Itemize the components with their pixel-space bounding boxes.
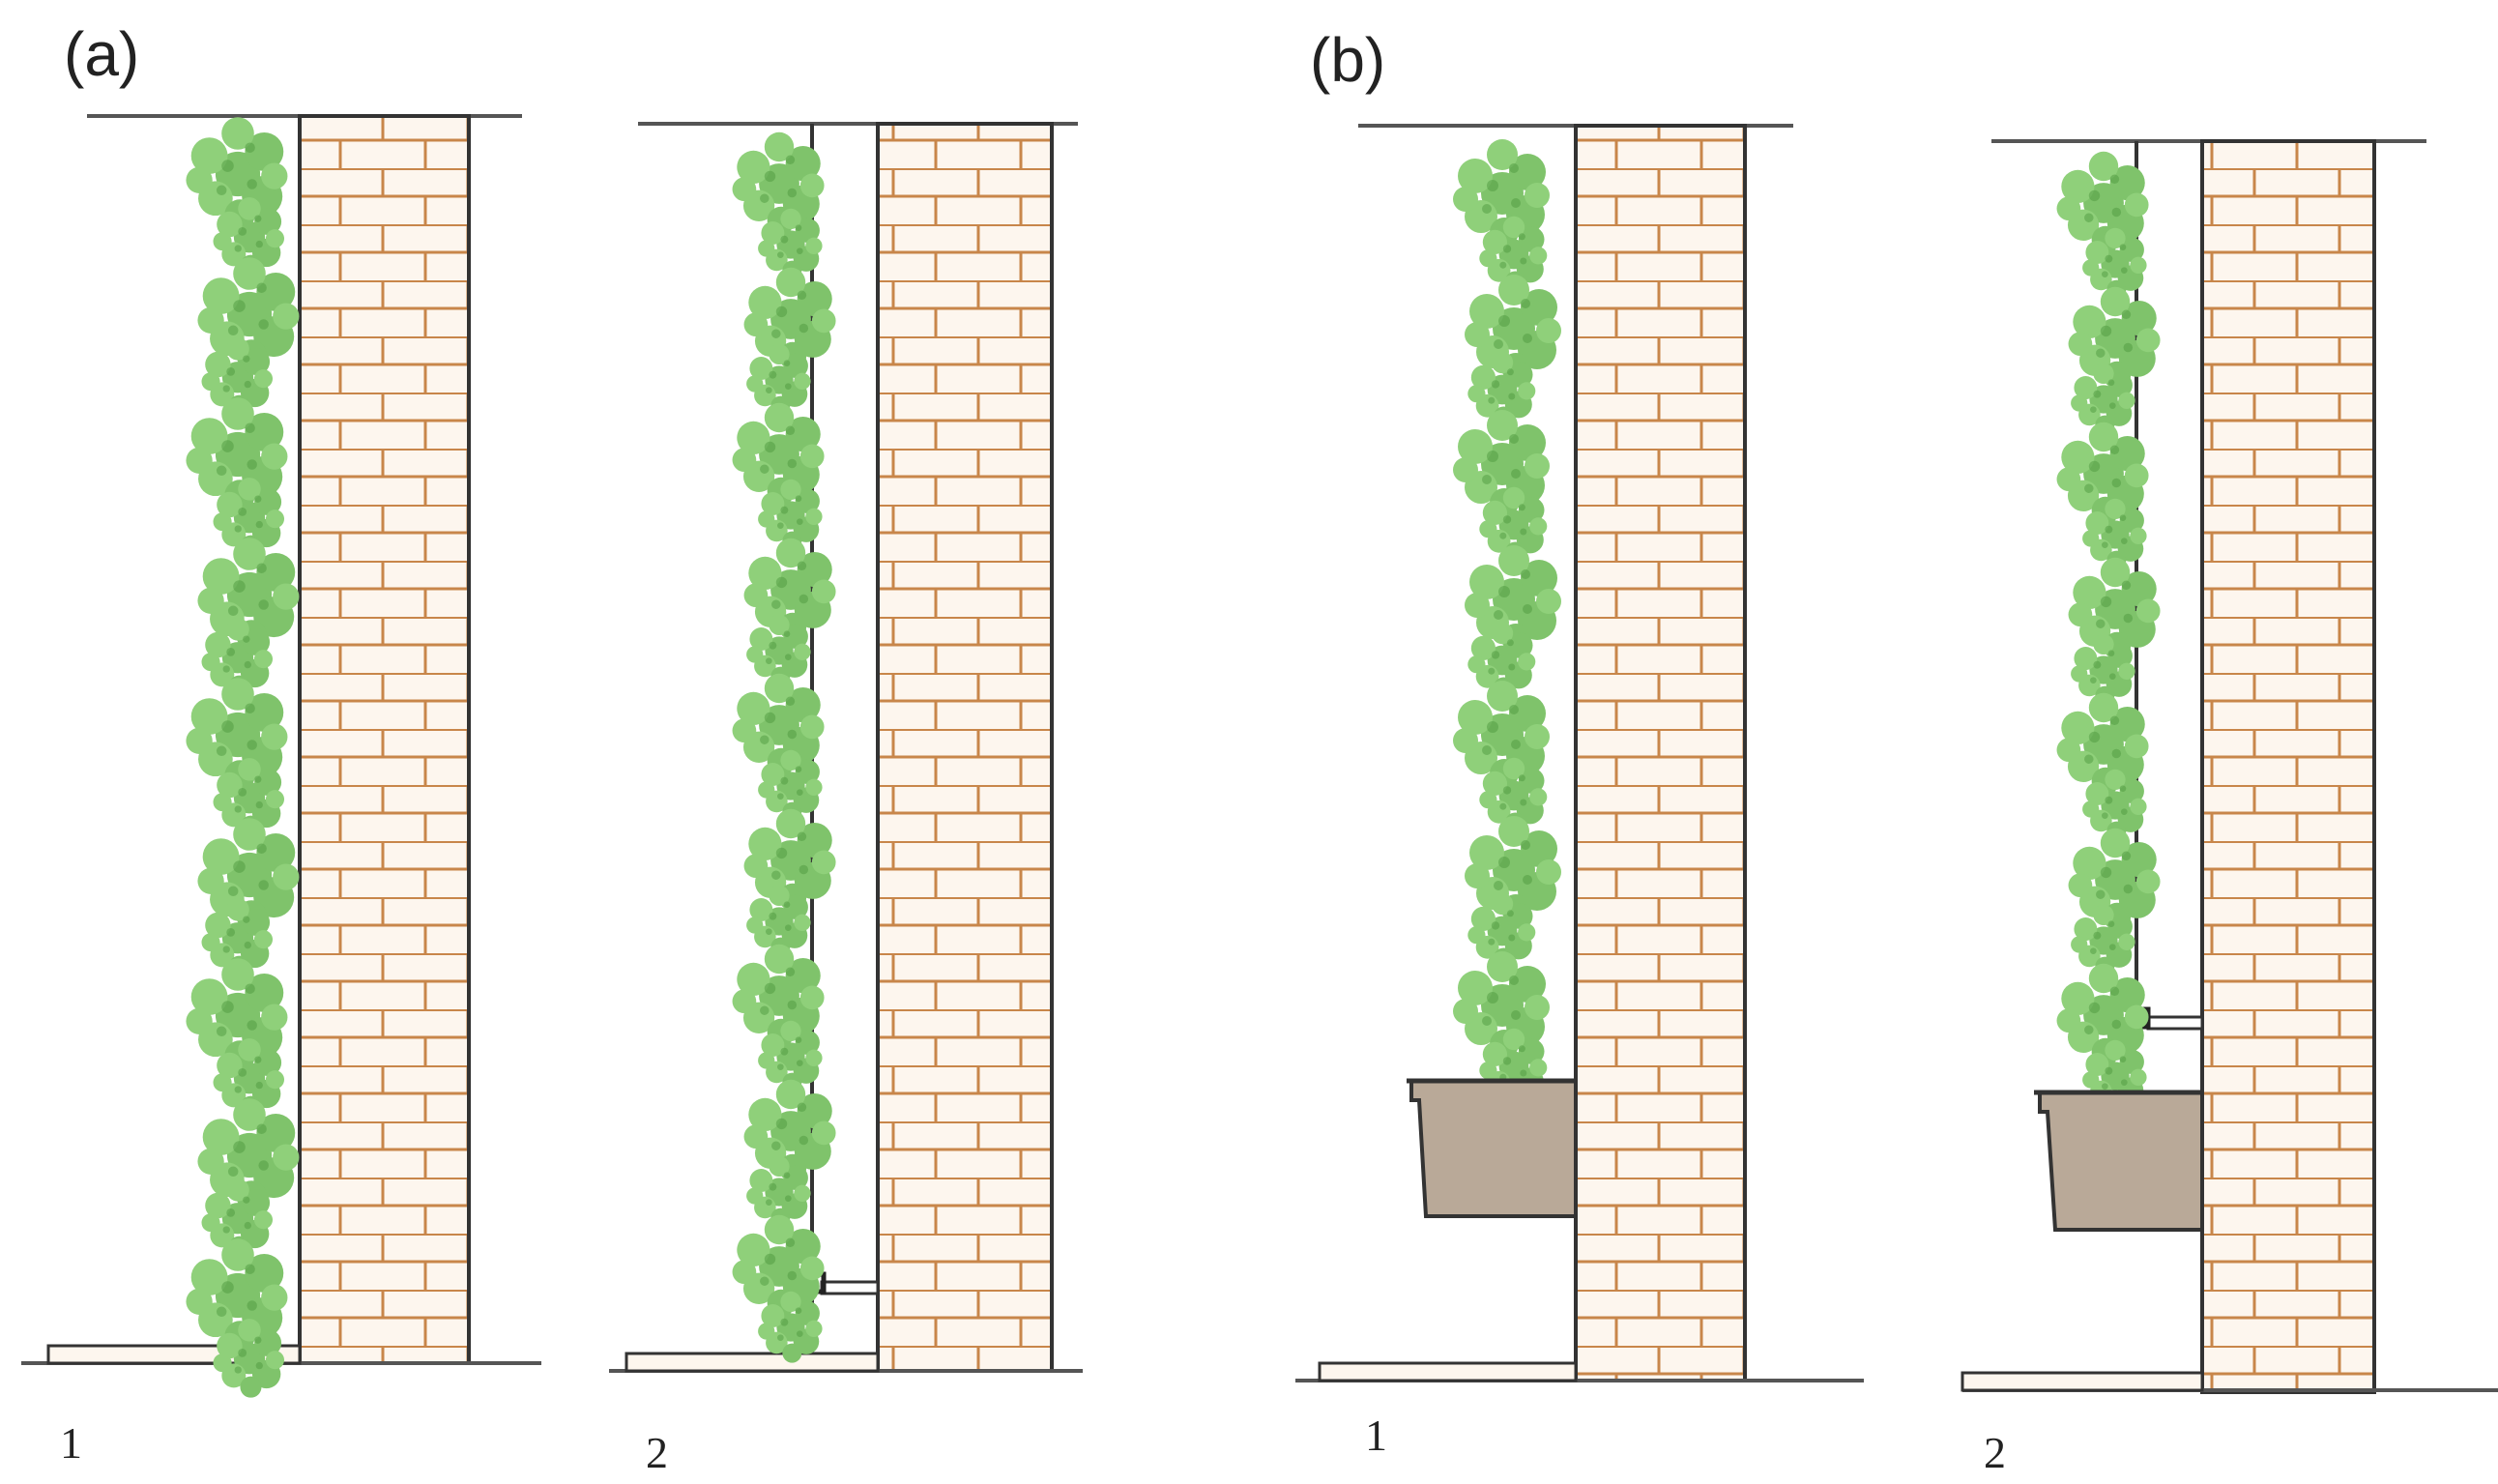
climbing-plant: [1453, 139, 1561, 1104]
figure-a1: [21, 114, 541, 1398]
climbing-plant: [186, 117, 300, 1398]
brick-wall: [876, 122, 1054, 1373]
panel-label-a: (a): [64, 19, 139, 89]
leaf-cluster: [2068, 828, 2161, 931]
planter-box: [2038, 1091, 2204, 1232]
figure-b2: [1961, 139, 2498, 1394]
brick-wall: [298, 114, 471, 1365]
brick-wall: [2200, 139, 2376, 1394]
ground-slab: [624, 1352, 880, 1373]
figure-b1: [1295, 124, 1864, 1382]
leaf-cluster: [743, 1079, 836, 1182]
ground-slab: [1318, 1361, 1578, 1382]
climbing-plant: [2056, 151, 2161, 1112]
figure-b2-label: 2: [1984, 1428, 2006, 1477]
leaf-cluster: [743, 267, 836, 370]
figure-a1-label: 1: [60, 1418, 82, 1468]
leaf-cluster: [2068, 557, 2161, 660]
leaf-cluster: [743, 538, 836, 641]
brick-wall: [1574, 124, 1747, 1382]
planter-box: [1409, 1079, 1578, 1218]
panel-label-b: (b): [1310, 25, 1385, 95]
ground-slab: [1961, 1371, 2204, 1392]
climbing-plant: [732, 131, 836, 1363]
leaf-cluster: [743, 808, 836, 912]
figure-a2: [609, 122, 1083, 1373]
leaf-cluster: [2068, 286, 2161, 390]
figure-b1-label: 1: [1365, 1411, 1387, 1460]
figure-a2-label: 2: [646, 1428, 668, 1477]
